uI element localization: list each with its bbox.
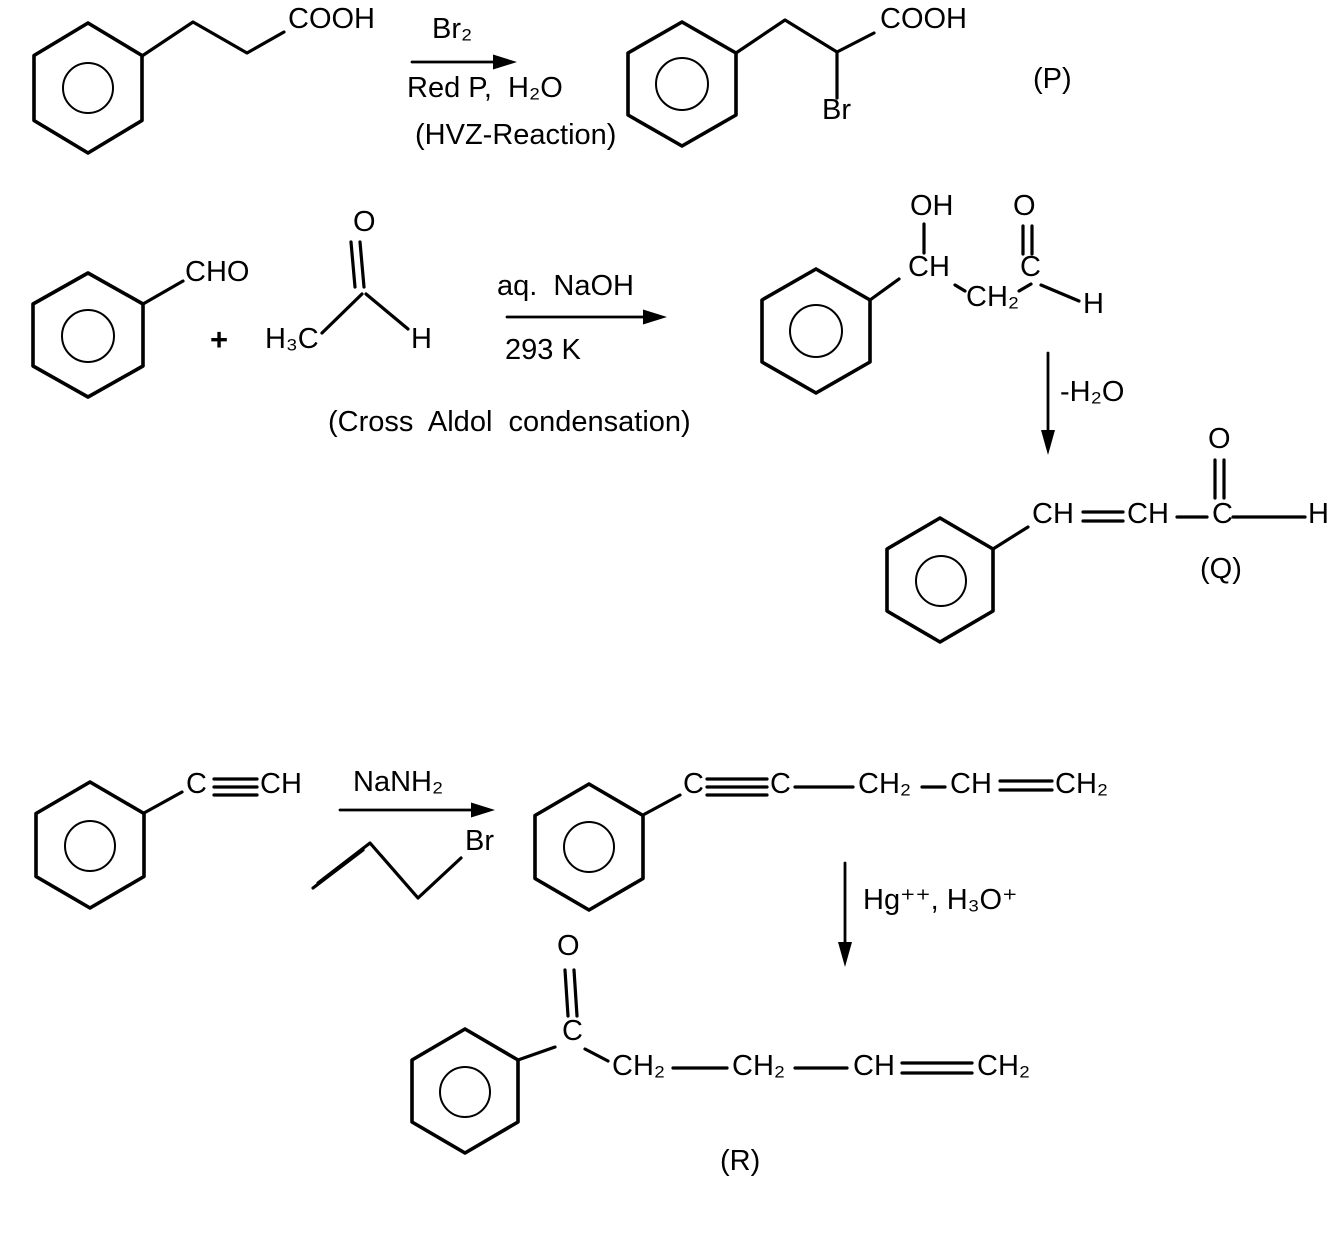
arrow3-reagent: NaNH₂ [353,766,444,798]
benzene-ring-benzaldehyde [31,271,145,399]
aldol-ch: CH [908,251,950,283]
product-r-bonds [516,968,974,1075]
hydration-arrow [838,861,852,967]
arrow2-reagent: aq. NaOH [497,270,634,302]
enyne-ch: CH [950,768,992,800]
arrow1-reagent: Br₂ [432,13,473,45]
acetaldehyde-bonds [320,240,410,335]
enyne-c1: C [683,768,704,800]
product-q-ch2: CH [1127,498,1169,530]
arrow1-conditions: Red P, H₂O [407,72,563,104]
benzene-ring-product-r [410,1027,520,1155]
allyl-bromide-skeleton [311,841,463,900]
product-p-label: (P) [1033,63,1072,95]
arrow2-temperature: 293 K [505,334,581,366]
aldol-c: C [1020,251,1041,283]
benzaldehyde-cho: CHO [185,256,250,288]
arrow1-reaction-name: (HVZ-Reaction) [415,119,617,151]
aldol-ch2: CH₂ [966,281,1020,313]
bond-chain-r1 [140,20,286,58]
reactant1-cooh: COOH [288,3,375,35]
product-q-label: (Q) [1200,553,1242,585]
product-q-o: O [1208,423,1231,455]
benzene-ring-product-p [626,20,738,148]
enyne-c2: C [770,768,791,800]
aldol-h: H [1083,288,1104,320]
hydration-reagents: Hg⁺⁺, H₃O⁺ [863,884,1018,916]
enyne-ch2: CH₂ [858,768,912,800]
product-r-c: C [562,1015,583,1047]
aldol-oh: OH [910,190,954,222]
product-r-ch2a: CH₂ [612,1050,666,1082]
phenylacetylene-ch: CH [260,768,302,800]
benzene-ring-enyne [533,782,645,912]
phenylacetylene-c: C [186,768,207,800]
phenylacetylene-bonds [142,777,259,815]
plus-sign: + [210,322,229,357]
product-p-br: Br [822,94,851,126]
enyne-ch2-end: CH₂ [1055,768,1109,800]
benzene-ring-aldol [760,267,872,395]
aldol-o: O [1013,190,1036,222]
acetaldehyde-o: O [353,206,376,238]
allyl-bromide-br: Br [465,825,494,857]
bond-chain-product-p [734,18,876,55]
reaction-arrow-2 [505,309,667,325]
product-r-ch2b: CH₂ [732,1050,786,1082]
enyne-bonds [641,777,1054,817]
dehydration-arrow [1041,351,1055,455]
product-r-label: (R) [720,1145,761,1177]
aldol-bonds [868,222,1081,303]
product-p-cooh: COOH [880,3,967,35]
bond-ring-cho [141,279,185,306]
dehydration-label: -H₂O [1060,376,1125,408]
product-r-ch: CH [853,1050,895,1082]
reaction2-note: (Cross Aldol condensation) [328,406,691,438]
benzene-ring-r1-reactant [32,21,144,155]
product-q-c: C [1212,498,1233,530]
reaction-arrow-1 [410,54,517,70]
product-r-ch2c: CH₂ [977,1050,1031,1082]
reaction-arrow-3 [338,802,495,818]
acetaldehyde-h: H [411,323,432,355]
product-q-bonds [991,458,1307,551]
product-q-h: H [1308,498,1329,530]
product-r-o: O [557,930,580,962]
acetaldehyde-h3c: H₃C [265,323,319,355]
benzene-ring-product-q [885,516,995,644]
benzene-ring-phenylacetylene [34,780,146,910]
product-q-ch1: CH [1032,498,1074,530]
